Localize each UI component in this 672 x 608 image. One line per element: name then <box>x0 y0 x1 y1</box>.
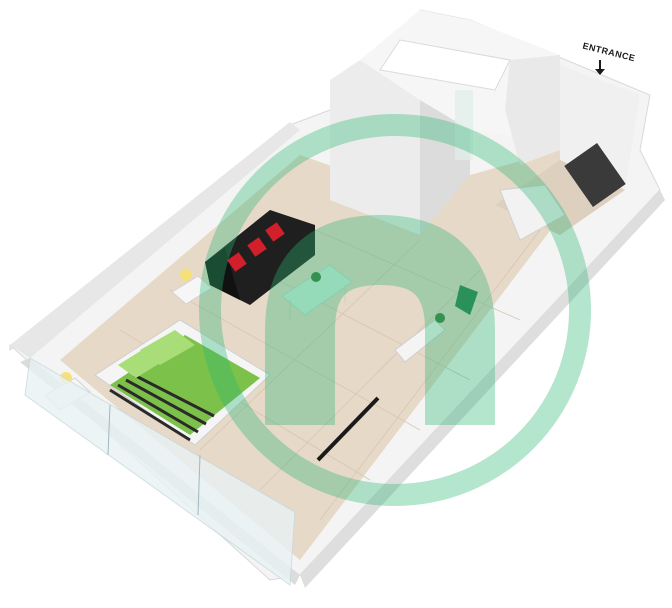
bed <box>94 319 271 446</box>
bathroom-block <box>330 10 560 235</box>
pillow <box>118 345 168 378</box>
plant-icon <box>311 272 321 282</box>
arrow-down-icon <box>595 60 605 75</box>
coffee-table <box>281 264 353 320</box>
glass-balcony <box>24 357 296 586</box>
cushion <box>247 237 267 257</box>
brand-logo-watermark <box>199 114 591 506</box>
tv-unit <box>316 396 380 462</box>
plant-icon <box>435 313 445 323</box>
kitchen-area <box>495 65 640 241</box>
cushion <box>227 252 247 272</box>
desk <box>394 285 478 363</box>
lamp-icon <box>180 269 192 281</box>
sofa <box>205 210 315 305</box>
cushion <box>265 222 285 242</box>
